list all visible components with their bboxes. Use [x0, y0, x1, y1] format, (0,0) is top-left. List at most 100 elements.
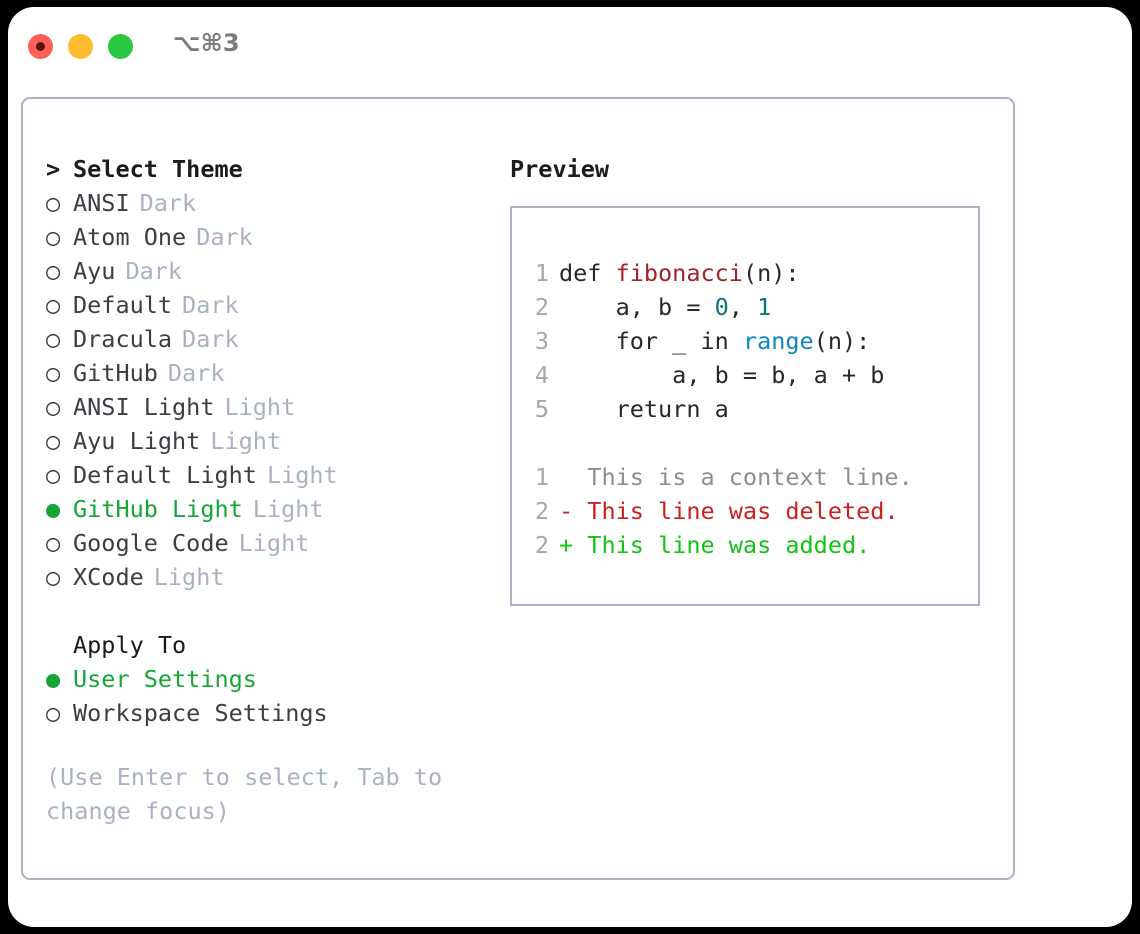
theme-item-variant-tag: Dark [125, 257, 183, 285]
theme-item-label: ANSI Light [73, 393, 215, 421]
radio-unselected-icon: ○ [46, 393, 61, 421]
code-line: 3 for _ in range(n): [512, 324, 978, 358]
diff-marker-added: + [559, 531, 574, 559]
radio-unselected-icon: ○ [46, 461, 61, 489]
code-line-number: 2 [534, 293, 549, 321]
apply-to-list: ●User Settings ○ Workspace Settings [46, 662, 486, 730]
radio-unselected-icon: ○ [46, 427, 61, 455]
code-token-plain: return a [559, 395, 729, 423]
diff-line-number: 2 [534, 531, 549, 559]
close-icon [36, 42, 45, 51]
theme-item-label: Default Light [73, 461, 257, 489]
theme-item-label: Ayu [73, 257, 116, 285]
diff-line: 1 This is a context line. [512, 460, 978, 494]
radio-unselected-icon: ○ [46, 291, 61, 319]
code-line-number: 1 [534, 259, 549, 287]
theme-item-label: ANSI [73, 189, 130, 217]
theme-item-variant-tag: Dark [167, 359, 225, 387]
diff-line: 2- This line was deleted. [512, 494, 978, 528]
code-line-number: 5 [534, 395, 549, 423]
code-token-fn: fibonacci [615, 259, 743, 287]
theme-list-item[interactable]: ○ GitHub Dark [46, 356, 486, 390]
code-token-plain: (n): [813, 327, 871, 355]
theme-list-item[interactable]: ○ Default Light Light [46, 458, 486, 492]
apply-to-label: Apply To [73, 631, 187, 659]
apply-to-option[interactable]: ○ Workspace Settings [46, 696, 486, 730]
theme-item-variant-tag: Light [224, 393, 296, 421]
theme-item-label: Ayu Light [73, 427, 201, 455]
preview-heading: Preview [510, 155, 610, 183]
minimize-button[interactable] [68, 34, 93, 59]
select-theme-header: >Select Theme [46, 152, 486, 186]
code-line-number: 4 [534, 361, 549, 389]
keyboard-shortcut-label: ⌥⌘3 [173, 29, 240, 57]
theme-list-item[interactable]: ○ ANSI Light Light [46, 390, 486, 424]
theme-item-variant-tag: Dark [182, 291, 239, 319]
theme-item-variant-tag: Light [252, 495, 324, 523]
close-button[interactable] [28, 34, 53, 59]
code-line: 4 a, b = b, a + b [512, 358, 978, 392]
diff-line-number: 1 [534, 463, 549, 491]
code-token-builtin: range [742, 327, 814, 355]
radio-unselected-icon: ○ [46, 699, 61, 727]
code-token-num: 0 [714, 293, 729, 321]
theme-item-label: GitHub [73, 359, 158, 387]
apply-to-option-label: Workspace Settings [73, 699, 328, 727]
theme-item-variant-tag: Light [210, 427, 282, 455]
apply-to-option[interactable]: ●User Settings [46, 662, 486, 696]
theme-item-variant-tag: Dark [139, 189, 197, 217]
theme-item-label: Default [73, 291, 173, 319]
code-line: 2 a, b = 0, 1 [512, 290, 978, 324]
code-token-plain: (n): [742, 259, 800, 287]
diff-line-number: 2 [534, 497, 549, 525]
theme-list-item[interactable]: ○ ANSI Dark [46, 186, 486, 220]
code-line: 5 return a [512, 392, 978, 426]
theme-list-item[interactable]: ○ Ayu Light Light [46, 424, 486, 458]
theme-item-variant-tag: Dark [196, 223, 253, 251]
diff-marker-deleted: - [559, 497, 574, 525]
apply-to-option-label: User Settings [73, 665, 257, 693]
diff-line-text: This line was deleted. [573, 497, 899, 525]
theme-item-label: XCode [73, 563, 144, 591]
diff-sample: 1 This is a context line.2- This line wa… [512, 460, 978, 562]
code-token-plain: a, b = [559, 293, 715, 321]
caret-icon: > [46, 155, 61, 183]
maximize-button[interactable] [108, 34, 133, 59]
code-line-number: 3 [534, 327, 549, 355]
title-bar: ⌥⌘3 [8, 7, 1132, 83]
radio-unselected-icon: ○ [46, 189, 61, 217]
radio-unselected-icon: ○ [46, 223, 61, 251]
theme-item-label: Google Code [73, 529, 229, 557]
code-token-num: 1 [757, 293, 772, 321]
code-token-plain: , [728, 293, 758, 321]
diff-line-text: This is a context line. [573, 463, 913, 491]
diff-line-text: This line was added. [573, 531, 871, 559]
code-token-plain: for _ in [559, 327, 743, 355]
theme-list-item[interactable]: ○ Ayu Dark [46, 254, 486, 288]
code-gap [512, 426, 978, 460]
list-spacer [46, 594, 486, 628]
radio-unselected-icon: ○ [46, 359, 61, 387]
code-line: 1 def fibonacci(n): [512, 256, 978, 290]
theme-item-label: Atom One [73, 223, 187, 251]
theme-item-variant-tag: Light [238, 529, 310, 557]
theme-list-item[interactable]: ○ Default Dark [46, 288, 486, 322]
theme-item-variant-tag: Light [266, 461, 338, 489]
code-token-plain: def [559, 259, 616, 287]
theme-list-item[interactable]: ○ Atom One Dark [46, 220, 486, 254]
radio-selected-icon: ● [46, 495, 61, 523]
code-token-plain: a, b = b, a + b [559, 361, 885, 389]
radio-unselected-icon: ○ [46, 325, 61, 353]
radio-unselected-icon: ○ [46, 257, 61, 285]
